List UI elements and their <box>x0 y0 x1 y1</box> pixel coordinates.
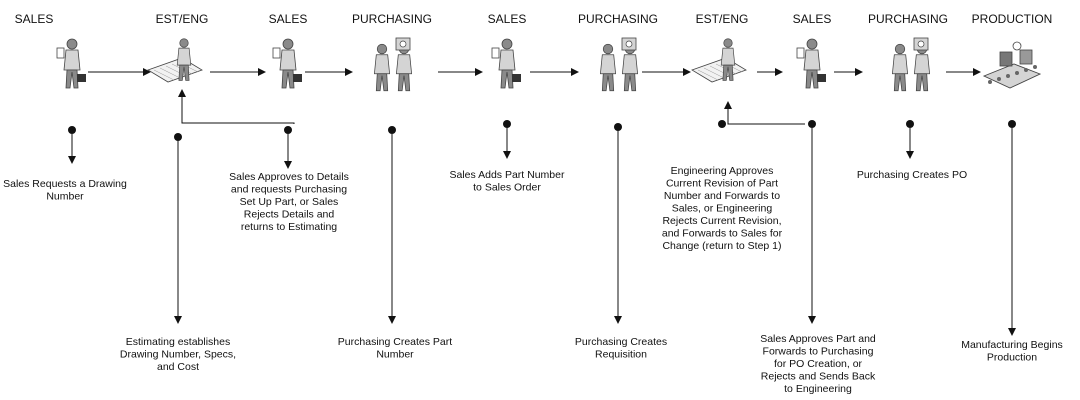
person-handshake-vendor-icon <box>891 37 931 92</box>
person-with-briefcase-icon <box>272 38 302 89</box>
step-description: Purchasing Creates PO <box>857 169 967 181</box>
step-description-line: Sales Approves to Details <box>229 171 349 183</box>
person-with-briefcase-icon <box>491 38 521 89</box>
step-dot <box>808 120 816 128</box>
step-description-line: to Engineering <box>784 383 852 395</box>
person-handshake-vendor-icon <box>373 37 413 92</box>
step-description-line: for PO Creation, or <box>774 358 863 370</box>
production-conveyor-icon <box>982 41 1042 89</box>
person-with-briefcase-icon <box>56 38 86 89</box>
step-dot <box>718 120 726 128</box>
step-description-line: to Sales Order <box>473 182 541 194</box>
stage-label: PURCHASING <box>868 12 948 26</box>
stage-label: SALES <box>488 12 527 26</box>
stage-label: PURCHASING <box>352 12 432 26</box>
step-dot <box>503 120 511 128</box>
person-at-drafting-table-icon <box>691 38 747 83</box>
step-description-line: Number and Forwards to <box>664 190 780 202</box>
step-description-line: and Forwards to Sales for <box>662 228 783 240</box>
return-loop-to-engineering <box>724 101 805 125</box>
step-description-line: Change (return to Step 1) <box>662 240 781 252</box>
stage-label: EST/ENG <box>696 12 749 26</box>
step-dot <box>284 126 292 134</box>
step-dot <box>906 120 914 128</box>
step-dot <box>388 126 396 134</box>
step-description-line: Requisition <box>595 349 647 361</box>
step-description-line: Production <box>987 352 1037 364</box>
step-description-line: Sales Approves Part and <box>760 333 876 345</box>
step-description-line: Set Up Part, or Sales <box>240 196 339 208</box>
stage-label: EST/ENG <box>156 12 209 26</box>
step-description-line: Estimating establishes <box>126 336 230 348</box>
step-description-line: Number <box>376 349 414 361</box>
step-description-line: and requests Purchasing <box>231 184 347 196</box>
step-description-line: returns to Estimating <box>241 221 337 233</box>
stage-label: PURCHASING <box>578 12 658 26</box>
stage-label: SALES <box>15 12 54 26</box>
connectors <box>68 68 1016 336</box>
step-dot <box>174 133 182 141</box>
step-description-line: Sales Adds Part Number <box>450 169 565 181</box>
step-description-line: Forwards to Purchasing <box>763 346 874 358</box>
step-description-line: Number <box>46 191 84 203</box>
step-dot <box>68 126 76 134</box>
stage-label: SALES <box>269 12 308 26</box>
step-description-line: Current Revision of Part <box>666 178 778 190</box>
step-description-line: Purchasing Creates <box>575 336 667 348</box>
step-description-line: Rejects Current Revision, <box>662 215 781 227</box>
step-description-line: Engineering Approves <box>671 165 774 177</box>
step-description-line: Purchasing Creates PO <box>857 169 967 181</box>
step-description-line: and Cost <box>157 361 199 373</box>
person-with-briefcase-icon <box>796 38 826 89</box>
stage-labels: SALES EST/ENG SALES PURCHASING SALES PURCHASI… <box>15 12 1053 26</box>
step-dot <box>614 123 622 131</box>
stage-label: PRODUCTION <box>972 12 1053 26</box>
step-description-line: Rejects and Sends Back <box>761 371 876 383</box>
step-description-line: Purchasing Creates Part <box>338 336 452 348</box>
step-description-line: Manufacturing Begins <box>961 339 1063 351</box>
person-at-drafting-table-icon <box>147 38 203 83</box>
step-description-line: Rejects Details and <box>244 209 335 221</box>
step-dot <box>1008 120 1016 128</box>
step-description-line: Sales Requests a Drawing <box>3 178 127 190</box>
step-description-line: Sales, or Engineering <box>672 203 773 215</box>
stage-label: SALES <box>793 12 832 26</box>
return-loop-to-estimating <box>178 89 295 124</box>
stage-icons <box>56 37 1042 92</box>
person-handshake-vendor-icon <box>599 37 639 92</box>
step-description-line: Drawing Number, Specs, <box>120 349 236 361</box>
